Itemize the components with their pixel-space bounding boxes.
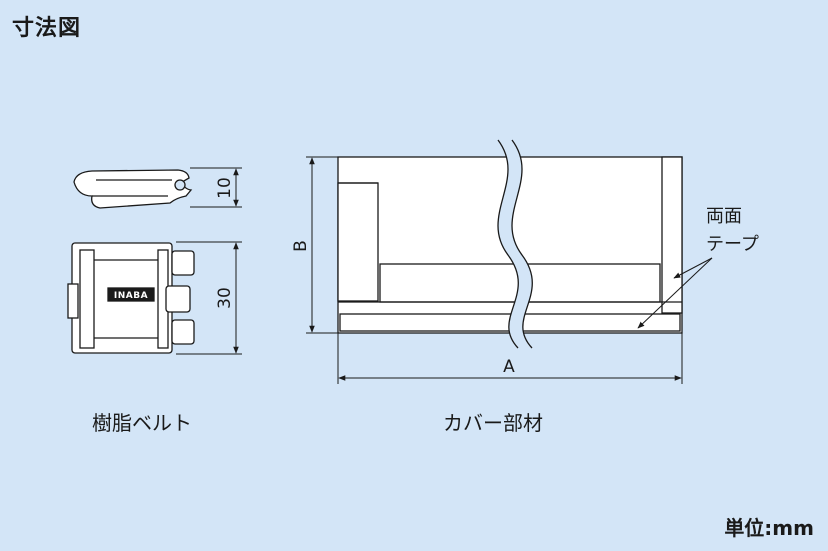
cover-caption: カバー部材 [443,411,543,435]
belt-side-view [73,169,193,209]
tape-label-line2: テープ [706,234,759,255]
belt-logo-text: INABA [114,291,148,301]
dim-a-label: A [503,357,515,377]
tape-label-line1: 両面 [706,206,742,227]
cover-break-mark [497,139,533,349]
dim-10 [190,167,242,208]
dim-10-label: 10 [215,177,235,199]
page-title: 寸法図 [12,16,82,41]
dim-a [337,333,683,384]
dim-b-label: B [291,240,311,252]
unit-label: 単位:mm [724,516,814,540]
dim-b [306,156,338,334]
tape-leaders [637,257,713,329]
belt-front-view [67,242,195,354]
belt-caption: 樹脂ベルト [92,411,192,435]
dim-30 [176,241,242,355]
dim-30-label: 30 [215,287,235,309]
